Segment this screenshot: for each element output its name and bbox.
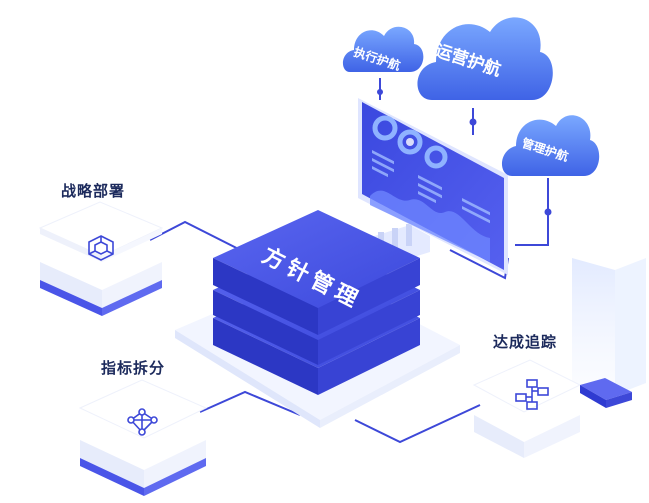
connector-dots (377, 89, 552, 216)
network-nodes-icon (127, 408, 158, 436)
hierarchy-boxes-icon (515, 379, 549, 410)
tracking-tile (472, 359, 632, 458)
stand-slot (406, 224, 412, 246)
stand-slot (392, 228, 398, 250)
screen-donut-charts (372, 115, 448, 169)
hexagon-cube-icon (88, 235, 114, 261)
core-stack (213, 210, 420, 395)
connector-tracking (354, 404, 481, 444)
dashboard-screen (358, 98, 508, 275)
cloud-operation (417, 17, 553, 101)
connector-management-cloud (515, 178, 549, 246)
node-label-strategy: 战略部署 (61, 182, 126, 200)
screen-wave-chart (370, 190, 490, 262)
connector-indicator (199, 390, 301, 416)
background-columns (572, 258, 646, 395)
cloud-execution (342, 26, 424, 72)
node-label-tracking: 达成追踪 (493, 333, 558, 351)
screen-text-bars (372, 149, 490, 224)
strategy-tile (38, 201, 164, 316)
cloud-management (501, 115, 600, 176)
node-label-indicator: 指标拆分 (101, 359, 166, 377)
indicator-tile (78, 379, 208, 496)
